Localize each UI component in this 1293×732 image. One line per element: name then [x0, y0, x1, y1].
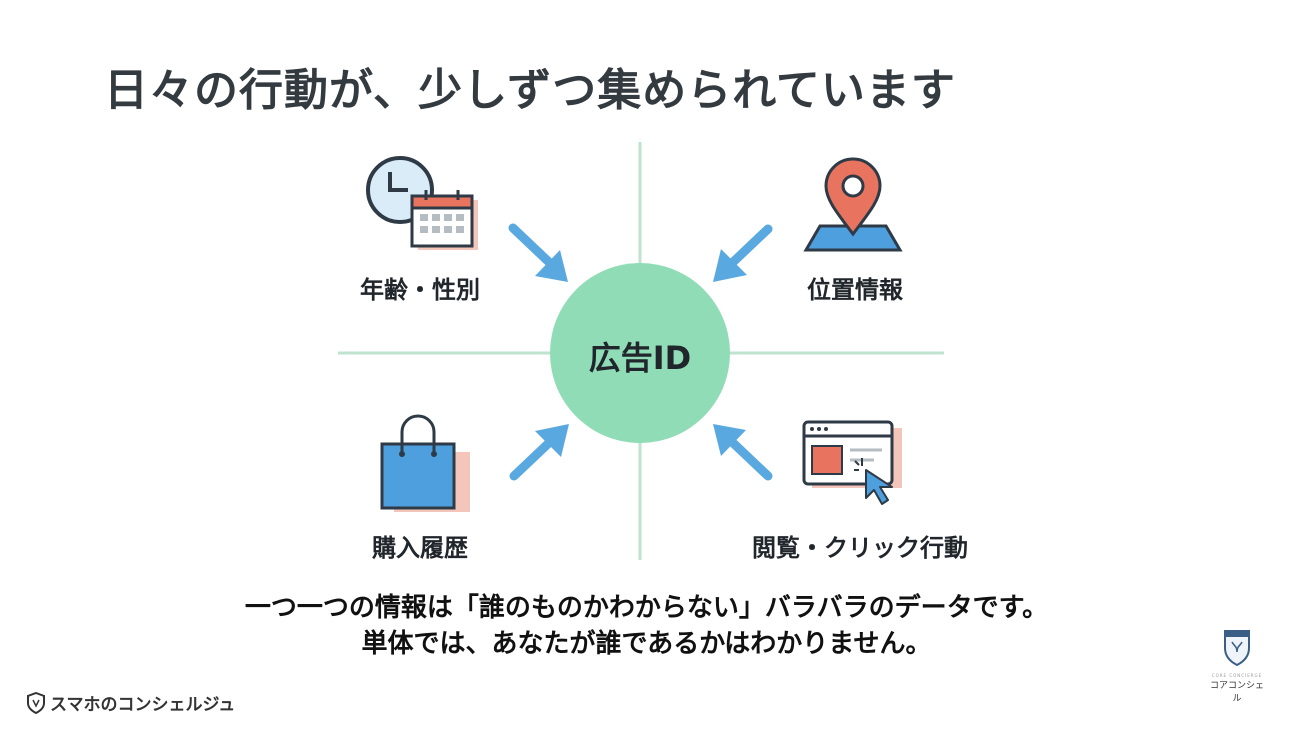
- shopping-bag-icon: [380, 414, 470, 512]
- shield-crest-icon: [1224, 630, 1250, 667]
- hub-circle: [550, 263, 730, 443]
- arrow-location: [713, 224, 773, 282]
- brand-right-name: コアコンシェル: [1209, 681, 1264, 704]
- arrow-purchase: [509, 424, 569, 481]
- arrows: [508, 223, 773, 481]
- node-label-location: 位置情報: [807, 276, 903, 304]
- map-pin-icon: [803, 157, 903, 252]
- brand-right: CORE CONCIERGE コアコンシェル: [1206, 628, 1268, 704]
- clock-calendar-icon: [366, 156, 478, 250]
- arrow-browsing: [713, 424, 773, 481]
- slide-title: 日々の行動が、少しずつ集められています: [104, 65, 956, 116]
- caption-line-1: 一つ一つの情報は「誰のものかわからない」バラバラのデータです。: [244, 593, 1049, 623]
- arrow-age: [508, 223, 568, 282]
- brand-right-sub: CORE CONCIERGE: [1211, 673, 1263, 678]
- node-label-purchase: 購入履歴: [372, 534, 468, 562]
- caption-line-2: 単体では、あなたが誰であるかはわかりません。: [361, 629, 932, 659]
- node-label-browsing: 閲覧・クリック行動: [752, 534, 968, 562]
- shield-logo-icon: [27, 691, 45, 714]
- brand-left: スマホのコンシェルジュ: [26, 690, 235, 715]
- node-label-age: 年齢・性別: [360, 276, 480, 304]
- browser-click-icon: [802, 420, 902, 505]
- hub-label: 広告ID: [588, 339, 692, 377]
- brand-left-name: スマホのコンシェルジュ: [50, 695, 236, 715]
- caption: 一つ一つの情報は「誰のものかわからない」バラバラのデータです。 単体では、あなた…: [0, 590, 1293, 662]
